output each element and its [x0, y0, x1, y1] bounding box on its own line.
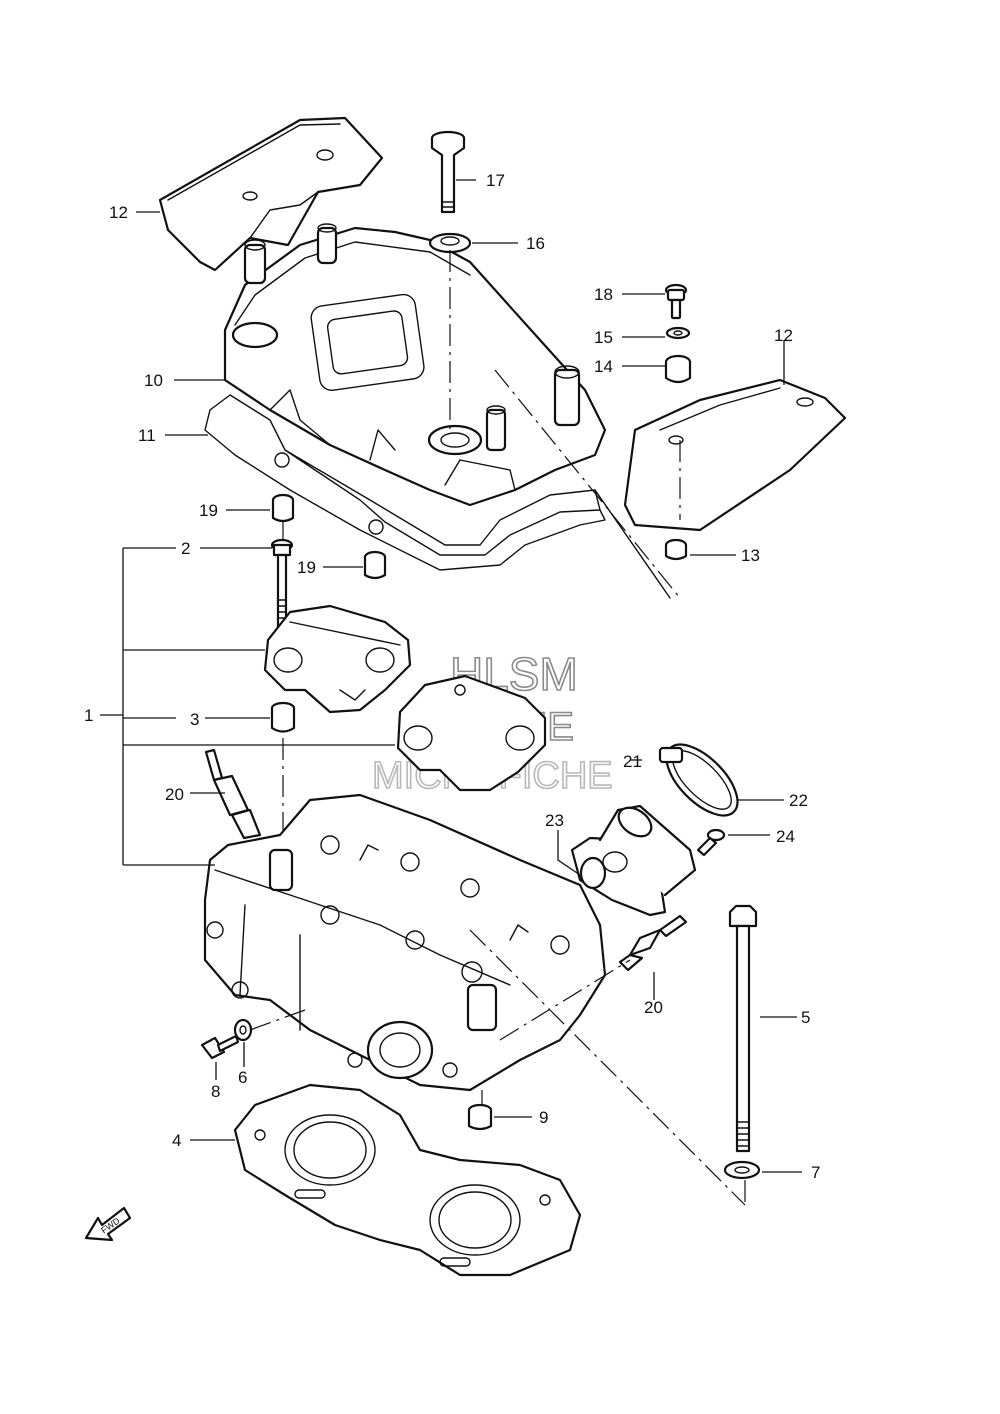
leader-lines	[100, 179, 802, 1173]
callout-12-left: 12	[109, 203, 128, 222]
callout-7: 7	[811, 1163, 820, 1182]
part-13-collar	[664, 538, 688, 561]
callout-23: 23	[545, 811, 564, 830]
cylinder-head	[203, 793, 607, 1092]
part-5-bolt	[728, 904, 758, 1153]
callout-11: 11	[138, 426, 156, 445]
assembly-center-lines	[249, 250, 746, 1206]
callout-15: 15	[594, 328, 613, 347]
part-16-grommet	[428, 232, 472, 254]
callout-20-left: 20	[165, 785, 184, 804]
part-22-clamp	[658, 743, 739, 817]
callout-21: 21	[623, 752, 642, 771]
camshaft-holder-a	[263, 604, 412, 714]
part-6-washer	[233, 1018, 253, 1042]
callout-9: 9	[539, 1108, 548, 1127]
callout-10: 10	[144, 371, 163, 390]
part-18-bolt	[664, 283, 688, 320]
callout-4: 4	[172, 1131, 181, 1150]
callout-1: 1	[84, 706, 93, 725]
callout-19-upper: 19	[199, 501, 218, 520]
callout-2: 2	[181, 539, 190, 558]
part-3-dowel	[270, 701, 296, 733]
part-10-valve-cover	[223, 223, 607, 507]
callout-8: 8	[211, 1082, 220, 1101]
callout-labels: 1 2 3 4 5 6 7 8 9 10 11 12 12 13 14 15 1…	[84, 171, 820, 1182]
part-12-left-cover	[158, 116, 384, 272]
callout-24: 24	[776, 827, 795, 846]
callout-18: 18	[594, 285, 613, 304]
callout-20-right: 20	[644, 998, 663, 1017]
part-8-bolt	[200, 1034, 240, 1060]
part-9-dowel	[467, 1103, 493, 1131]
part-20-spark-plug-right	[618, 914, 688, 972]
callout-5: 5	[801, 1008, 810, 1027]
callout-14: 14	[594, 357, 613, 376]
part-14-grommet	[664, 354, 692, 384]
callout-13: 13	[741, 546, 760, 565]
callout-17: 17	[486, 171, 505, 190]
part-17-bolt	[430, 130, 466, 214]
part-4-head-gasket	[233, 1083, 582, 1277]
part-11-gasket	[204, 394, 606, 571]
part-12-right-cover	[623, 378, 847, 532]
callout-22: 22	[789, 791, 808, 810]
part-15-washer	[665, 326, 691, 340]
part-7-washer	[723, 1160, 761, 1180]
callout-12-right: 12	[774, 326, 793, 345]
part-23-o-ring	[579, 856, 607, 890]
part-19-dowel-b	[363, 550, 387, 580]
part-24-screw	[696, 828, 726, 857]
camshaft-holder-b	[396, 674, 547, 792]
part-19-dowel-a	[271, 493, 295, 523]
fwd-direction-arrow: FWD	[84, 1206, 132, 1242]
callout-16: 16	[526, 234, 545, 253]
callout-6: 6	[238, 1068, 247, 1087]
callout-19-lower: 19	[297, 558, 316, 577]
callout-3: 3	[190, 710, 199, 729]
part-20-spark-plug-left	[204, 748, 262, 840]
